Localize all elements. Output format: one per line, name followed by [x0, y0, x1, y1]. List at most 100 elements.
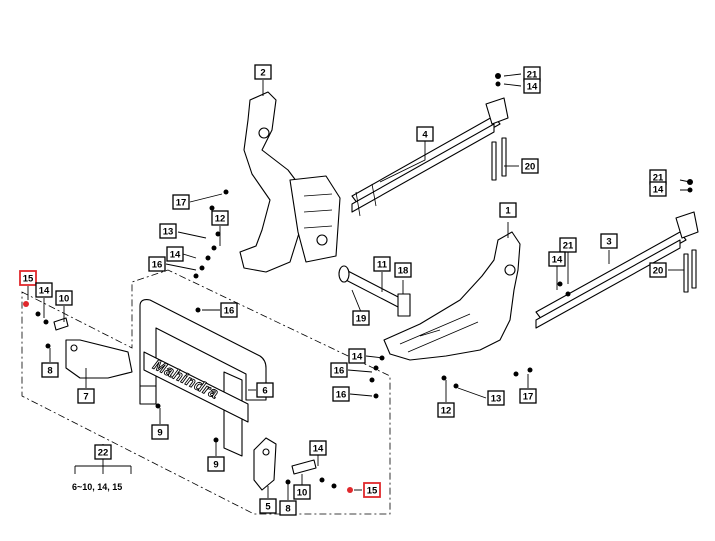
callout-label: 12 — [215, 214, 226, 225]
callout-box — [94, 444, 112, 460]
callout-box — [649, 181, 667, 197]
callout-label: 19 — [356, 314, 367, 325]
callout-2: 2 — [254, 64, 272, 80]
callout-5: 5 — [259, 498, 277, 514]
right-cross-bar — [535, 211, 699, 329]
brand-logo-text: Mahindra — [150, 356, 221, 402]
callout-15: 15 — [363, 482, 381, 498]
callout-box — [41, 362, 59, 378]
callout-box — [416, 126, 434, 142]
callout-box — [487, 390, 505, 406]
callout-box — [649, 262, 667, 278]
callout-label: 13 — [163, 227, 174, 238]
callout-label: 14 — [313, 444, 324, 455]
callout-box — [559, 237, 577, 253]
callout-box — [521, 158, 539, 174]
callout-14: 14 — [649, 181, 667, 197]
callout-label: 11 — [377, 260, 388, 271]
callout-label: 21 — [563, 241, 574, 252]
callout-box — [211, 210, 229, 226]
callout-label: 10 — [297, 488, 308, 499]
callout-box — [77, 388, 95, 404]
callout-box — [437, 402, 455, 418]
callout-label: 6 — [262, 386, 267, 397]
callout-14: 14 — [548, 251, 566, 267]
callout-17: 17 — [172, 194, 190, 210]
callout-label: 13 — [491, 394, 502, 405]
callout-label: 3 — [606, 237, 611, 248]
assembly-outline — [21, 269, 391, 515]
plate-left — [53, 317, 69, 331]
callout-box — [363, 482, 381, 498]
callout-13: 13 — [487, 390, 505, 406]
callout-10: 10 — [293, 484, 311, 500]
callout-box — [519, 388, 537, 404]
callout-13: 13 — [159, 223, 177, 239]
callout-label: 14 — [39, 286, 50, 297]
callout-label: 14 — [527, 82, 538, 93]
callout-label: 14 — [352, 352, 363, 363]
callout-label: 21 — [527, 70, 538, 81]
callout-box — [352, 310, 370, 326]
callout-box — [166, 246, 184, 262]
callout-3: 3 — [600, 233, 618, 249]
callout-box — [159, 223, 177, 239]
callout-4: 4 — [416, 126, 434, 142]
callout-box — [309, 440, 327, 456]
right-long-bolts — [683, 249, 697, 293]
callout-label: 1 — [505, 206, 511, 217]
callout-label: 12 — [441, 406, 452, 417]
side-plate-left — [239, 91, 341, 273]
callout-16: 16 — [148, 256, 166, 272]
callout-box — [279, 500, 297, 516]
callout-label: 16 — [336, 390, 347, 401]
callout-label: 14 — [170, 250, 181, 261]
callout-label: 18 — [398, 266, 409, 277]
callout-box — [19, 270, 37, 286]
callout-label: 16 — [224, 306, 235, 317]
callout-16: 16 — [332, 386, 350, 402]
callout-label: 14 — [653, 185, 664, 196]
side-plate-right — [383, 231, 521, 361]
callout-label: 9 — [213, 460, 218, 471]
plate-right — [291, 459, 317, 475]
callout-box — [293, 484, 311, 500]
callout-12: 12 — [437, 402, 455, 418]
upper-cross-bar — [351, 97, 509, 217]
callout-21: 21 — [559, 237, 577, 253]
callout-box — [332, 386, 350, 402]
callout-box — [373, 256, 391, 272]
upper-long-bolts — [491, 137, 507, 181]
callout-box — [548, 251, 566, 267]
callout-label: 8 — [285, 504, 290, 515]
callout-box — [172, 194, 190, 210]
callout-box — [207, 456, 225, 472]
callout-label: 2 — [260, 68, 265, 79]
hardware-fasteners — [23, 73, 693, 493]
callout-16: 16 — [330, 362, 348, 378]
callout-label: 10 — [59, 294, 70, 305]
bracket-right — [253, 437, 277, 491]
callout-label: 15 — [367, 486, 378, 497]
bracket-left — [65, 339, 133, 379]
callout-label: 7 — [83, 392, 88, 403]
callout-box — [148, 256, 166, 272]
callout-box — [259, 498, 277, 514]
callout-label: 16 — [152, 260, 163, 271]
assembly-22-contents-note: 6~10, 14, 15 — [72, 482, 122, 492]
callout-17: 17 — [519, 388, 537, 404]
callout-9: 9 — [207, 456, 225, 472]
callout-14: 14 — [309, 440, 327, 456]
callout-label: 14 — [552, 255, 563, 266]
callout-box — [600, 233, 618, 249]
callout-9: 9 — [151, 424, 169, 440]
callout-label: 15 — [23, 274, 34, 285]
callout-box — [348, 348, 366, 364]
callout-box — [394, 262, 412, 278]
callout-box — [499, 202, 517, 218]
callout-20: 20 — [521, 158, 539, 174]
callout-label: 22 — [98, 448, 109, 459]
